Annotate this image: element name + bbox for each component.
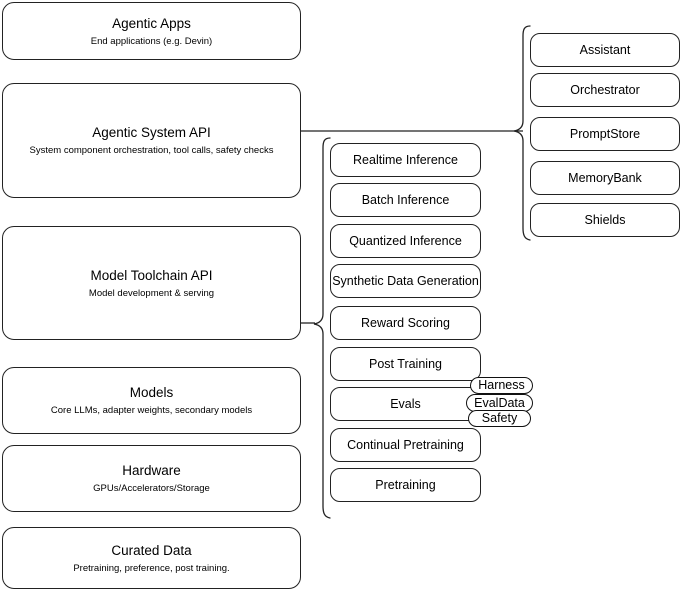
toolchain-item-label: Pretraining: [375, 478, 436, 492]
agentic-item-label: Shields: [584, 213, 626, 227]
toolchain-item-realtime-inference[interactable]: Realtime Inference: [330, 143, 481, 177]
agentic-item-memorybank[interactable]: MemoryBank: [530, 161, 680, 195]
eval-pill-safety[interactable]: Safety: [468, 410, 531, 427]
agentic-item-label: PromptStore: [569, 127, 641, 141]
toolchain-item-evals[interactable]: Evals: [330, 387, 481, 421]
layer-subtitle: End applications (e.g. Devin): [90, 35, 213, 47]
agentic-item-assistant[interactable]: Assistant: [530, 33, 680, 67]
connector-line-model-toolchain: [300, 318, 316, 328]
eval-pill-harness[interactable]: Harness: [470, 377, 533, 394]
layer-subtitle: Pretraining, preference, post training.: [73, 562, 230, 574]
layer-title: Models: [129, 385, 174, 400]
layer-box-models[interactable]: Models Core LLMs, adapter weights, secon…: [2, 367, 301, 434]
toolchain-item-label: Quantized Inference: [349, 234, 462, 248]
toolchain-item-pretraining[interactable]: Pretraining: [330, 468, 481, 502]
eval-pill-label: EvalData: [474, 395, 525, 410]
layer-box-hardware[interactable]: Hardware GPUs/Accelerators/Storage: [2, 445, 301, 512]
layer-subtitle: Model development & serving: [88, 287, 215, 299]
connector-line-agentic-system: [301, 124, 523, 138]
layer-title: Hardware: [122, 463, 181, 478]
agentic-item-label: Orchestrator: [570, 83, 640, 97]
toolchain-item-label: Reward Scoring: [361, 316, 450, 330]
brace-toolchain-column: [312, 136, 332, 520]
agentic-item-orchestrator[interactable]: Orchestrator: [530, 73, 680, 107]
toolchain-item-quantized-inference[interactable]: Quantized Inference: [330, 224, 481, 258]
toolchain-item-synthetic-data-generation[interactable]: Synthetic Data Generation: [330, 264, 481, 298]
layer-title: Curated Data: [111, 542, 192, 558]
layer-box-curated-data[interactable]: Curated Data Pretraining, preference, po…: [2, 527, 301, 589]
layer-box-model-toolchain-api[interactable]: Model Toolchain API Model development & …: [2, 226, 301, 340]
layer-subtitle: Core LLMs, adapter weights, secondary mo…: [50, 405, 253, 416]
layer-box-agentic-apps[interactable]: Agentic Apps End applications (e.g. Devi…: [2, 2, 301, 60]
layer-subtitle: System component orchestration, tool cal…: [29, 145, 274, 156]
toolchain-item-label: Batch Inference: [361, 193, 450, 207]
toolchain-item-reward-scoring[interactable]: Reward Scoring: [330, 306, 481, 340]
agentic-item-label: MemoryBank: [568, 171, 642, 185]
toolchain-item-label: Synthetic Data Generation: [332, 274, 479, 288]
brace-agentic-column: [512, 24, 532, 242]
layer-title: Model Toolchain API: [90, 267, 213, 283]
toolchain-item-label: Continual Pretraining: [347, 438, 464, 452]
layer-box-agentic-system-api[interactable]: Agentic System API System component orch…: [2, 83, 301, 198]
layer-title: Agentic System API: [92, 125, 211, 140]
toolchain-item-label: Evals: [390, 397, 421, 411]
agentic-item-shields[interactable]: Shields: [530, 203, 680, 237]
layer-title: Agentic Apps: [112, 15, 191, 31]
toolchain-item-continual-pretraining[interactable]: Continual Pretraining: [330, 428, 481, 462]
agentic-item-promptstore[interactable]: PromptStore: [530, 117, 680, 151]
agentic-item-label: Assistant: [579, 43, 631, 57]
eval-pill-label: Safety: [481, 411, 518, 425]
toolchain-item-post-training[interactable]: Post Training: [330, 347, 481, 381]
eval-pill-label: Harness: [478, 378, 525, 392]
toolchain-item-label: Realtime Inference: [353, 153, 458, 167]
toolchain-item-batch-inference[interactable]: Batch Inference: [330, 183, 481, 217]
toolchain-item-label: Post Training: [369, 357, 442, 371]
layer-subtitle: GPUs/Accelerators/Storage: [93, 483, 210, 494]
